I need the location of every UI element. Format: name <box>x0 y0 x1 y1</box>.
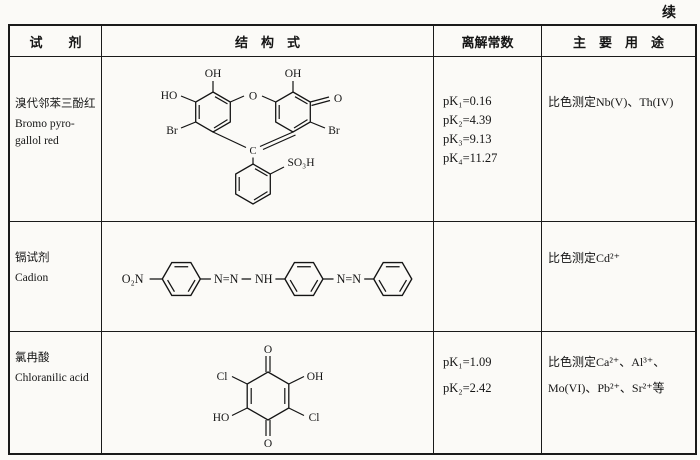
benzene-ring <box>234 163 271 205</box>
o-bridge-label: O <box>248 91 256 103</box>
bond <box>259 131 293 148</box>
pk-value: pK₁=1.09 <box>443 355 492 369</box>
br-label: Br <box>328 125 340 137</box>
cl-label: Cl <box>216 371 227 383</box>
cl-label: Cl <box>308 412 319 424</box>
reagent-name-cn: 溴代邻苯三酚红 <box>15 98 96 110</box>
structure-cell-row1: OH OH O HO Br Br O C SO₃H <box>102 57 434 222</box>
benzene-ring <box>194 91 231 133</box>
uses-cell-row1: 比色测定Nb(V)、Th(IV) <box>542 57 695 222</box>
bond <box>253 191 268 201</box>
bond <box>214 96 228 105</box>
reagent-name-en-line1: Cadion <box>15 272 49 284</box>
bond <box>288 375 304 385</box>
quinoid-ring <box>274 91 311 133</box>
reagent-cell-row2: 镉试剂 Cadion <box>10 222 102 332</box>
structure-cell-row2: O₂N N=N NH N=N <box>102 222 434 332</box>
bond <box>310 99 330 107</box>
header-constants: 离解常数 <box>434 26 542 57</box>
bond <box>254 168 268 177</box>
reagent-name-cn: 镉试剂 <box>15 252 50 264</box>
oh-label: OH <box>204 68 221 80</box>
bond <box>377 279 386 293</box>
bond <box>309 279 318 293</box>
nh-label: NH <box>254 272 272 286</box>
bromopyrogallol-red-structure: OH OH O HO Br Br O C SO₃H <box>160 68 342 205</box>
use-line: 比色测定Nb(V)、Th(IV) <box>548 95 674 109</box>
bond <box>288 407 304 417</box>
use-line: 比色测定Cd²⁺ <box>548 251 620 265</box>
cadion-structure: O₂N N=N NH N=N <box>121 261 413 297</box>
bond <box>180 121 196 129</box>
azo-label: N=N <box>336 272 361 286</box>
constants-cell-row1: pK₁=0.16 pK₂=4.39 pK₃=9.13 pK₄=11.27 <box>434 57 542 222</box>
use-line: Mo(VI)、Pb²⁺、Sr²⁺等 <box>548 381 665 395</box>
bond <box>269 166 284 175</box>
pk-value: pK₃=9.13 <box>443 132 492 146</box>
o-ketone-label: O <box>333 93 341 105</box>
pk-value: pK₁=0.16 <box>443 94 492 108</box>
bond <box>231 407 247 417</box>
bond <box>262 134 296 151</box>
bond <box>166 279 175 293</box>
c-label: C <box>249 146 256 157</box>
header-reagent: 试 剂 <box>10 26 102 57</box>
bond <box>309 96 329 103</box>
uses-cell-row2: 比色测定Cd²⁺ <box>542 222 695 332</box>
o-label: O <box>263 344 271 356</box>
oh-label: OH <box>306 371 323 383</box>
use-line: 比色测定Ca²⁺、Al³⁺、 <box>548 355 666 369</box>
bond <box>261 95 276 103</box>
bond <box>289 279 298 293</box>
bond <box>229 95 244 103</box>
chloranilic-acid-structure: O O OH Cl HO Cl <box>212 344 323 450</box>
o2n-label: O₂N <box>121 272 143 286</box>
bond <box>212 131 246 149</box>
header-structure: 结 构 式 <box>102 26 434 57</box>
pk-value: pK₂=2.42 <box>443 381 492 395</box>
bond <box>231 375 247 385</box>
continued-label: 续 <box>662 6 676 21</box>
reagent-name-en-line1: Chloranilic acid <box>15 372 89 384</box>
reagent-table: 试 剂 结 构 式 离解常数 主 要 用 途 溴代邻苯三酚红 Bromo pyr… <box>8 24 697 455</box>
constants-cell-row2 <box>434 222 542 332</box>
azo-label: N=N <box>214 272 239 286</box>
br-label: Br <box>166 125 178 137</box>
pk-value: pK₂=4.39 <box>443 113 492 127</box>
bond <box>309 121 325 129</box>
header-uses: 主 要 用 途 <box>542 26 695 57</box>
quinone-ring <box>246 371 289 421</box>
ho-label: HO <box>160 90 177 102</box>
structure-cell-row3: O O OH Cl HO Cl <box>102 332 434 453</box>
reagent-name-en-line1: Bromo pyro- <box>15 118 75 130</box>
bond <box>294 96 308 105</box>
pk-value: pK₄=11.27 <box>443 151 498 165</box>
o-label: O <box>263 438 271 450</box>
bond <box>398 279 407 293</box>
so3h-label: SO₃H <box>287 157 314 169</box>
reagent-name-cn: 氯冉酸 <box>15 352 50 364</box>
oh-label: OH <box>284 68 301 80</box>
constants-cell-row3: pK₁=1.09 pK₂=2.42 <box>434 332 542 453</box>
benzene-ring <box>283 261 324 297</box>
uses-cell-row3: 比色测定Ca²⁺、Al³⁺、 Mo(VI)、Pb²⁺、Sr²⁺等 <box>542 332 695 453</box>
bond <box>187 279 196 293</box>
benzene-ring <box>372 261 413 297</box>
reagent-cell-row1: 溴代邻苯三酚红 Bromo pyro- gallol red <box>10 57 102 222</box>
bond <box>180 95 196 103</box>
reagent-name-en-line2: gallol red <box>15 134 59 147</box>
ho-label: HO <box>212 412 229 424</box>
bond <box>293 119 308 129</box>
benzene-ring <box>160 261 201 297</box>
bond <box>213 119 228 129</box>
reagent-cell-row3: 氯冉酸 Chloranilic acid <box>10 332 102 453</box>
